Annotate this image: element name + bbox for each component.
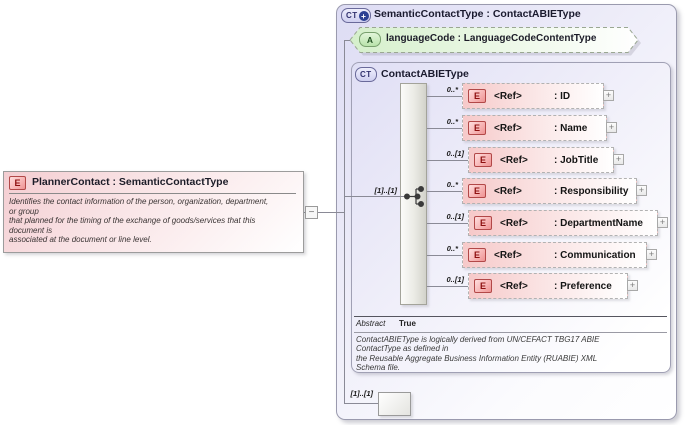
element-ref: <Ref> xyxy=(494,186,522,197)
element-name: : JobTitle xyxy=(554,155,599,166)
expand-icon[interactable]: + xyxy=(636,185,647,196)
expand-icon[interactable]: + xyxy=(646,249,657,260)
divider xyxy=(9,193,296,194)
element-badge-icon: E xyxy=(468,248,486,262)
element-ref: <Ref> xyxy=(500,281,528,292)
element-badge-icon: E xyxy=(474,153,492,167)
semantic-contact-type-title: SemanticContactType : ContactABIEType xyxy=(374,8,581,20)
element-cardinality: 0..* xyxy=(446,117,458,126)
expand-icon[interactable]: + xyxy=(657,217,668,228)
abstract-value: True xyxy=(399,319,416,328)
element-row-preference[interactable]: E <Ref> : Preference xyxy=(468,273,628,299)
element-badge-icon: E xyxy=(468,89,486,103)
element-badge-icon: E xyxy=(468,184,486,198)
expand-icon[interactable]: + xyxy=(603,90,614,101)
element-name: : Communication xyxy=(554,250,636,261)
element-name: : Responsibility xyxy=(554,186,629,197)
contact-abie-type-title: ContactABIEType xyxy=(381,68,469,80)
expand-icon[interactable]: + xyxy=(627,280,638,291)
plus-icon: + xyxy=(358,10,369,21)
divider xyxy=(354,332,667,333)
element-badge-icon: E xyxy=(468,121,486,135)
element-cardinality: 0..* xyxy=(446,180,458,189)
element-row-id[interactable]: E <Ref> : ID xyxy=(462,83,604,109)
bottom-group-cardinality: [1]..[1] xyxy=(350,389,374,398)
expand-icon[interactable]: + xyxy=(606,122,617,133)
complex-type-plus-icon: CT + xyxy=(341,8,371,23)
attribute-badge-icon: A xyxy=(359,32,381,47)
complex-type-badge-label: CT xyxy=(346,11,358,20)
complex-type-icon: CT xyxy=(355,67,377,82)
element-ref: <Ref> xyxy=(500,155,528,166)
element-row-jobtitle[interactable]: E <Ref> : JobTitle xyxy=(468,147,614,173)
element-cardinality: 0..[1] xyxy=(446,275,464,284)
element-ref: <Ref> xyxy=(494,91,522,102)
element-name: : ID xyxy=(554,91,571,102)
planner-contact-box[interactable] xyxy=(3,171,304,253)
element-badge-icon: E xyxy=(474,216,492,230)
element-ref: <Ref> xyxy=(500,218,528,229)
element-badge-icon: E xyxy=(9,176,26,190)
element-badge-icon: E xyxy=(474,279,492,293)
element-cardinality: 0..* xyxy=(446,85,458,94)
element-ref: <Ref> xyxy=(494,250,522,261)
element-row-communication[interactable]: E <Ref> : Communication xyxy=(462,242,647,268)
type-documentation: ContactABIEType is logically derived fro… xyxy=(356,335,600,373)
element-cardinality: 0..[1] xyxy=(446,212,464,221)
planner-contact-description: Identifies the contact information of th… xyxy=(9,197,269,244)
element-row-name[interactable]: E <Ref> : Name xyxy=(462,115,607,141)
element-name: : Name xyxy=(554,123,588,134)
abstract-label: Abstract xyxy=(356,319,386,328)
group-cardinality: [1]..[1] xyxy=(374,186,398,195)
element-name: : DepartmentName xyxy=(554,218,643,229)
element-ref: <Ref> xyxy=(494,123,522,134)
element-row-responsibility[interactable]: E <Ref> : Responsibility xyxy=(462,178,637,204)
bottom-sequence-box[interactable] xyxy=(378,392,411,416)
language-code-attribute[interactable]: languageCode : LanguageCodeContentType xyxy=(386,33,597,44)
element-name: : Preference xyxy=(554,281,612,292)
divider xyxy=(354,316,667,317)
expand-icon[interactable]: + xyxy=(613,154,624,165)
element-cardinality: 0..* xyxy=(446,244,458,253)
attribute-badge-label: A xyxy=(366,34,374,45)
collapse-toggle[interactable]: − xyxy=(305,206,318,219)
element-cardinality: 0..[1] xyxy=(446,149,464,158)
element-row-departmentname[interactable]: E <Ref> : DepartmentName xyxy=(468,210,658,236)
planner-contact-title: PlannerContact : SemanticContactType xyxy=(32,176,229,188)
complex-type-badge-label: CT xyxy=(360,70,372,79)
